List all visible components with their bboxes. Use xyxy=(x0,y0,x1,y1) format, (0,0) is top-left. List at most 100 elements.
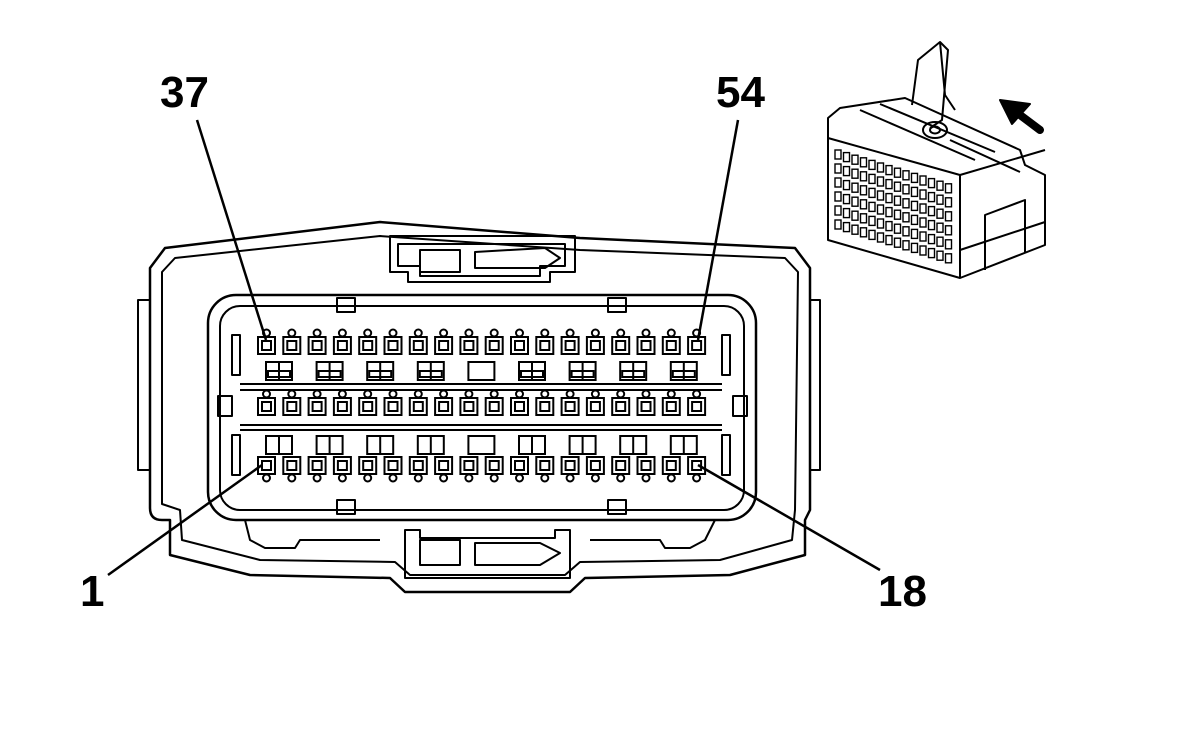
pin-cavity xyxy=(611,456,631,475)
pin-terminal xyxy=(514,460,525,471)
pin-cavity xyxy=(307,397,327,416)
cavity-frame-inner xyxy=(219,305,745,511)
iso-pin xyxy=(851,168,859,179)
pin-cavity xyxy=(687,397,707,416)
iso-pin xyxy=(927,233,936,245)
pin-cavity xyxy=(307,456,327,475)
leader-lines xyxy=(107,119,881,577)
iso-pin xyxy=(944,211,953,222)
pin-cavity xyxy=(332,397,352,416)
connector-isometric-view xyxy=(827,41,1046,279)
iso-lever xyxy=(911,41,949,129)
pin-latch-dot xyxy=(413,389,423,399)
pin-terminal xyxy=(514,401,525,412)
pin-latch-dot xyxy=(515,328,524,338)
pin-cavity xyxy=(535,456,555,475)
iso-pin xyxy=(919,203,927,214)
top-latch xyxy=(389,235,576,283)
pin-terminal xyxy=(412,401,424,412)
pin-terminal xyxy=(336,460,348,471)
iso-pin xyxy=(910,242,919,254)
iso-pin xyxy=(944,197,953,208)
pin-terminal xyxy=(463,460,475,471)
top-latch-tab xyxy=(419,247,561,273)
pin-cavity xyxy=(560,456,580,475)
iso-pin xyxy=(834,149,842,160)
lock-slot xyxy=(368,370,393,378)
pin-cavity xyxy=(408,456,428,475)
iso-pin xyxy=(859,213,868,224)
pin-cavity xyxy=(585,456,605,475)
pin-cavity xyxy=(535,336,555,355)
lock-center-block xyxy=(467,361,496,381)
iso-pin xyxy=(868,173,876,185)
pin-cavity xyxy=(636,336,656,355)
iso-pin xyxy=(927,247,936,259)
pin-cavity xyxy=(484,336,504,355)
pin-cavity xyxy=(636,456,656,475)
pin-cavity xyxy=(383,397,403,416)
bottom-latch xyxy=(404,529,571,579)
pin-latch-dot xyxy=(692,389,702,399)
pin-terminal xyxy=(539,401,551,412)
pin-cavity xyxy=(408,336,428,355)
right-guide-bottom xyxy=(721,434,731,476)
left-side-notch xyxy=(217,395,233,417)
iso-pin xyxy=(859,171,868,182)
pin-terminal xyxy=(564,460,576,471)
iso-pin xyxy=(885,164,893,176)
pin-latch-dot xyxy=(439,473,449,483)
pin-label-37: 37 xyxy=(160,68,209,117)
lock-slot xyxy=(520,370,544,378)
pin-latch-dot xyxy=(413,328,423,338)
pin-latch-dot xyxy=(515,473,524,483)
pin-terminal xyxy=(615,460,627,471)
pin-cavity xyxy=(282,456,302,475)
pin-latch-dot xyxy=(565,389,575,399)
iso-pin xyxy=(842,151,851,163)
iso-pin xyxy=(876,218,885,229)
iso-pin xyxy=(834,163,842,174)
pin-terminal xyxy=(589,460,601,471)
iso-pin xyxy=(834,205,842,216)
iso-pin xyxy=(851,224,859,235)
pin-latch-dot xyxy=(540,328,550,338)
divider-lower xyxy=(240,424,722,431)
pin-terminal xyxy=(640,401,652,412)
pin-terminal xyxy=(311,460,323,471)
pin-terminal xyxy=(362,401,374,412)
iso-pin xyxy=(842,179,851,191)
pin-cavity xyxy=(611,397,631,416)
pin-cavity xyxy=(585,336,605,355)
cavity-frame xyxy=(206,293,758,522)
bottom-shoulder-right xyxy=(590,519,716,549)
pin-cavity xyxy=(282,397,302,416)
iso-pin xyxy=(885,178,893,190)
pin-cavity xyxy=(510,336,529,355)
iso-pin xyxy=(842,207,851,219)
left-guide-bottom xyxy=(231,434,241,476)
iso-lever-pivot xyxy=(922,121,948,139)
pin-label-18: 18 xyxy=(878,567,927,616)
pin-cavity xyxy=(611,336,631,355)
pin-terminal xyxy=(665,340,677,351)
iso-pin xyxy=(851,210,859,221)
pin-cavity xyxy=(510,456,529,475)
pin-cavity xyxy=(585,397,605,416)
pin-cavity xyxy=(459,336,479,355)
iso-pin xyxy=(876,176,885,187)
iso-pin xyxy=(910,186,919,198)
pin-terminal xyxy=(564,340,576,351)
left-guide-top xyxy=(231,334,241,376)
pin-latch-dot xyxy=(489,473,499,483)
pin-latch-dot xyxy=(439,389,449,399)
iso-pin xyxy=(868,215,876,227)
iso-lever-side xyxy=(939,41,956,111)
right-side-notch xyxy=(732,395,748,417)
pin-terminal xyxy=(438,340,450,351)
iso-pin xyxy=(910,228,919,240)
pin-latch-dot xyxy=(413,473,423,483)
lock-slot xyxy=(621,370,646,378)
iso-pin xyxy=(919,245,927,256)
iso-pin xyxy=(893,223,902,234)
